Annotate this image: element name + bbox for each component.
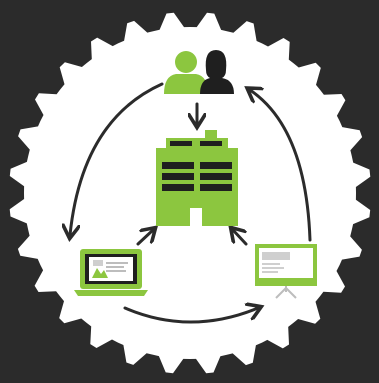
people-icon — [164, 50, 234, 94]
cycle-arrows — [70, 82, 312, 324]
arrow-people-to-laptop — [70, 82, 164, 235]
office-building-icon — [156, 130, 238, 226]
presentation-board-icon — [255, 244, 317, 299]
arrow-laptop-to-building — [136, 230, 153, 246]
arrow-laptop-to-board — [123, 308, 258, 324]
arrow-board-to-building — [233, 230, 248, 246]
arrow-board-to-people — [250, 90, 312, 242]
laptop-icon — [74, 249, 148, 296]
